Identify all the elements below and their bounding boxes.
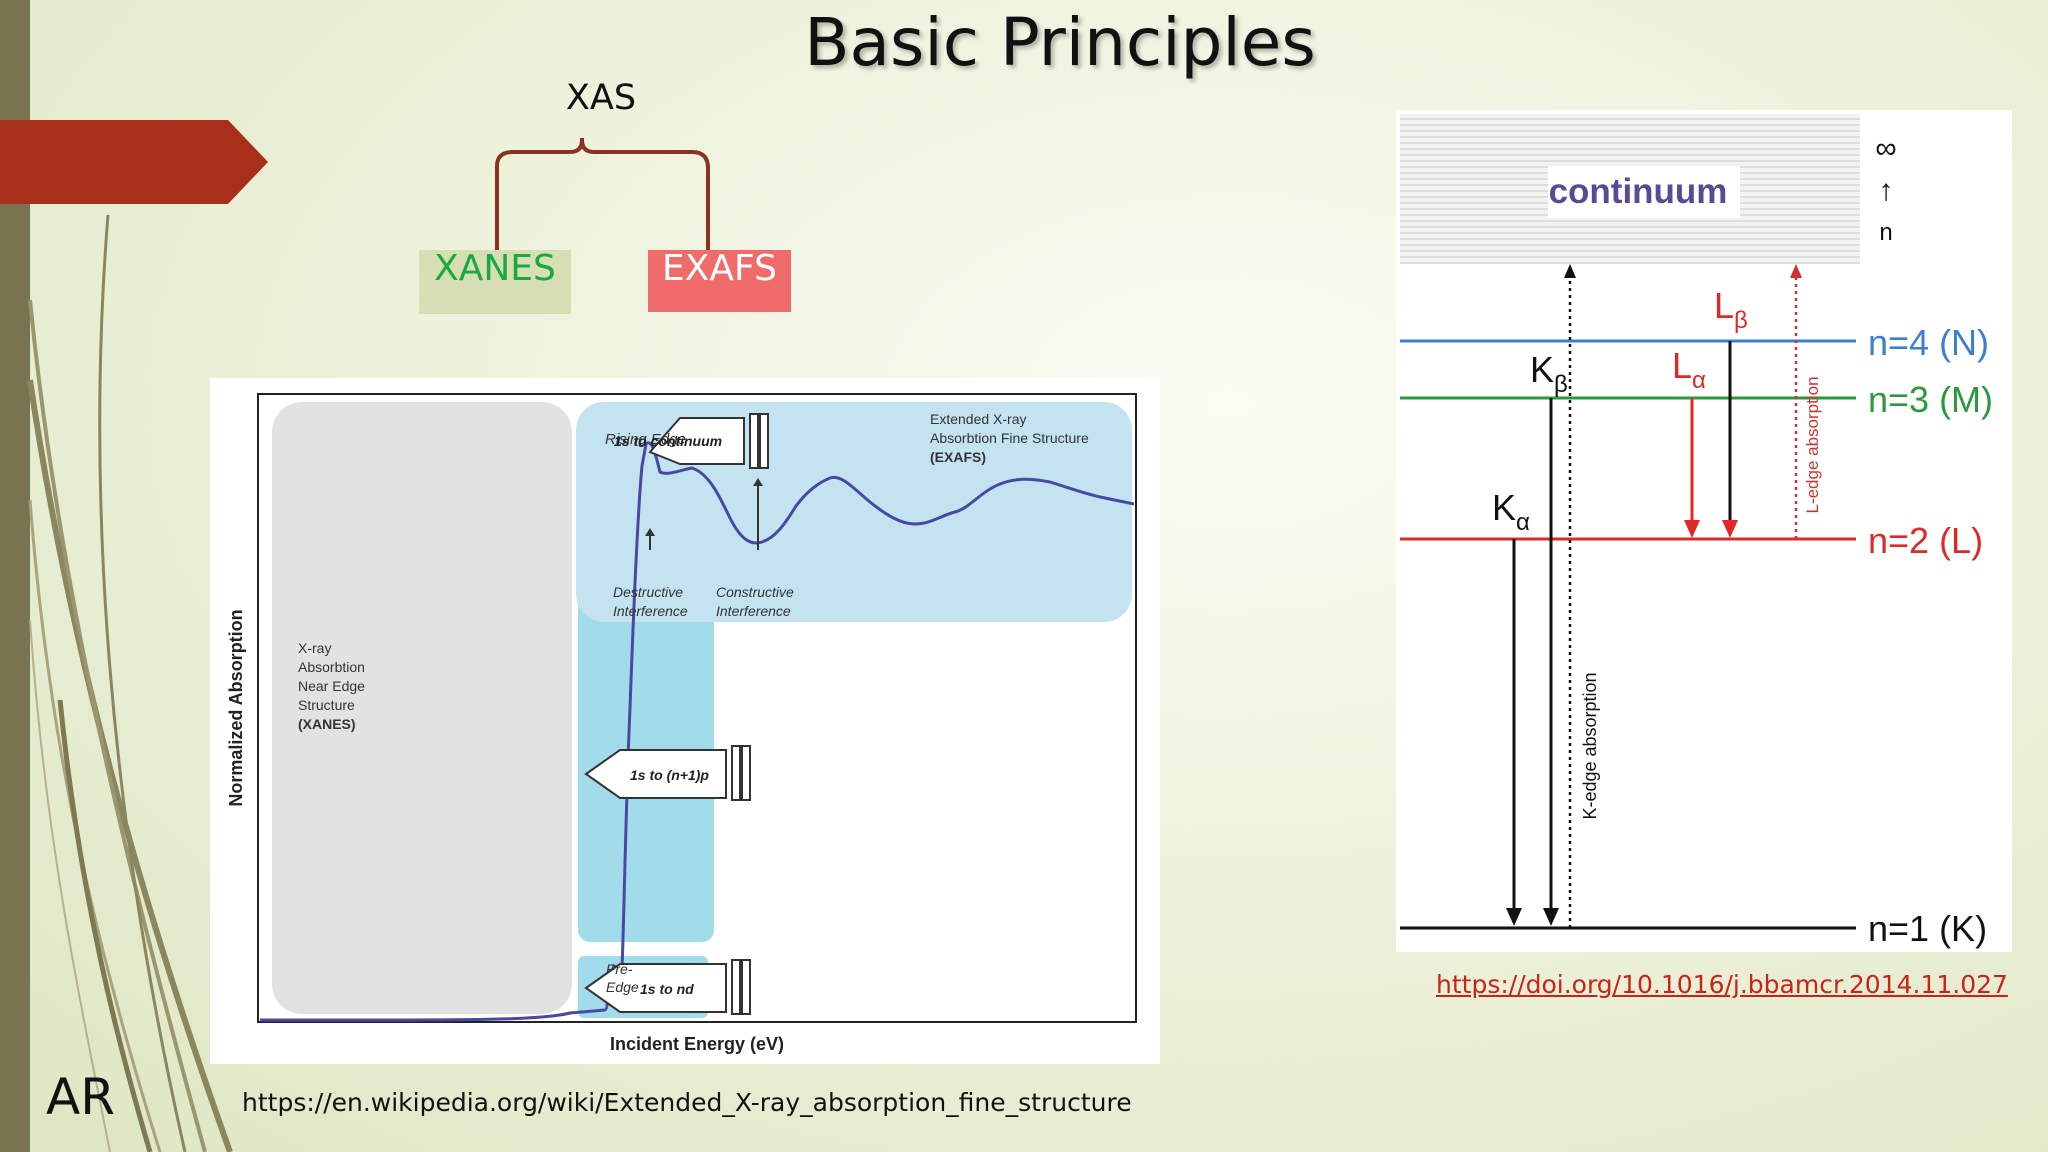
continuum-label-box bbox=[1548, 166, 1740, 218]
xanes-desc-line5: (XANES) bbox=[298, 716, 356, 732]
l-edge-label: L-edge absorption bbox=[1803, 376, 1822, 513]
rising-edge-label: Rising Edge bbox=[605, 431, 686, 448]
xanes-desc-line4: Structure bbox=[298, 697, 355, 713]
constructive-label-line1: Constructive bbox=[716, 584, 794, 600]
transition-label-np: 1s to (n+1)p bbox=[630, 767, 709, 783]
exafs-desc-line2: Absorbtion Fine Structure bbox=[930, 430, 1089, 446]
xanes-desc-line3: Near Edge bbox=[298, 678, 365, 694]
n-label: n bbox=[1879, 219, 1892, 246]
level-n2-label: n=2 (L) bbox=[1868, 520, 1983, 561]
exafs-box bbox=[648, 250, 791, 312]
level-n1-label: n=1 (K) bbox=[1868, 908, 1987, 949]
xanes-desc-line2: Absorbtion bbox=[298, 659, 365, 675]
exafs-label: EXAFS bbox=[662, 248, 777, 289]
x-axis-label: Incident Energy (eV) bbox=[610, 1034, 784, 1054]
exafs-desc-line1: Extended X-ray bbox=[930, 411, 1027, 427]
destructive-label-line1: Destructive bbox=[613, 584, 683, 600]
k-alpha-label: Kα bbox=[1492, 487, 1530, 536]
transition-arrow-np bbox=[584, 749, 727, 799]
l-beta-label: Lβ bbox=[1714, 285, 1748, 334]
exafs-desc-line3: (EXAFS) bbox=[930, 449, 986, 465]
xanes-box bbox=[419, 250, 571, 314]
decorative-swooshes bbox=[27, 214, 233, 1152]
transition-label-continuum: 1s to continuum bbox=[614, 433, 722, 449]
destructive-label-line2: Interference bbox=[613, 603, 688, 619]
xanes-region bbox=[272, 402, 572, 1014]
xanes-label: XANES bbox=[434, 248, 556, 289]
xas-spectrum-figure: Rising Edge Pre- Edge X-ray Absorbtion N… bbox=[210, 378, 1160, 1064]
infinity-symbol: ∞ bbox=[1875, 132, 1896, 165]
k-edge-label: K-edge absorption bbox=[1580, 672, 1600, 819]
pre-edge-label-line2: Edge bbox=[606, 979, 639, 995]
transition-arrow-nd bbox=[584, 963, 727, 1013]
level-n4-label: n=4 (N) bbox=[1868, 322, 1989, 363]
xas-brace bbox=[495, 138, 710, 252]
k-beta-label: Kβ bbox=[1530, 349, 1568, 398]
page-title: Basic Principles bbox=[804, 4, 1316, 81]
l-alpha-label: Lα bbox=[1672, 345, 1706, 394]
red-arrow-banner bbox=[0, 120, 268, 204]
author-initials: AR bbox=[46, 1068, 115, 1126]
continuum-label: continuum bbox=[1549, 172, 1728, 211]
doi-source-link[interactable]: https://doi.org/10.1016/j.bbamcr.2014.11… bbox=[1436, 970, 2008, 999]
wikipedia-source-text: https://en.wikipedia.org/wiki/Extended_X… bbox=[242, 1088, 1132, 1117]
y-axis-label: Normalized Absorption bbox=[226, 609, 246, 806]
pre-edge-label-line1: Pre- bbox=[606, 961, 633, 977]
xanes-desc-line1: X-ray bbox=[298, 640, 331, 656]
transition-arrow-continuum bbox=[648, 417, 745, 465]
up-arrow-symbol: ↑ bbox=[1879, 174, 1894, 207]
level-n3-label: n=3 (M) bbox=[1868, 379, 1993, 420]
constructive-label-line2: Interference bbox=[716, 603, 791, 619]
xas-label: XAS bbox=[565, 78, 637, 118]
transition-label-nd: 1s to nd bbox=[640, 981, 694, 997]
energy-level-figure: continuum ∞ ↑ n n=4 (N) n=3 (M) n=2 (L) … bbox=[1396, 110, 2012, 952]
